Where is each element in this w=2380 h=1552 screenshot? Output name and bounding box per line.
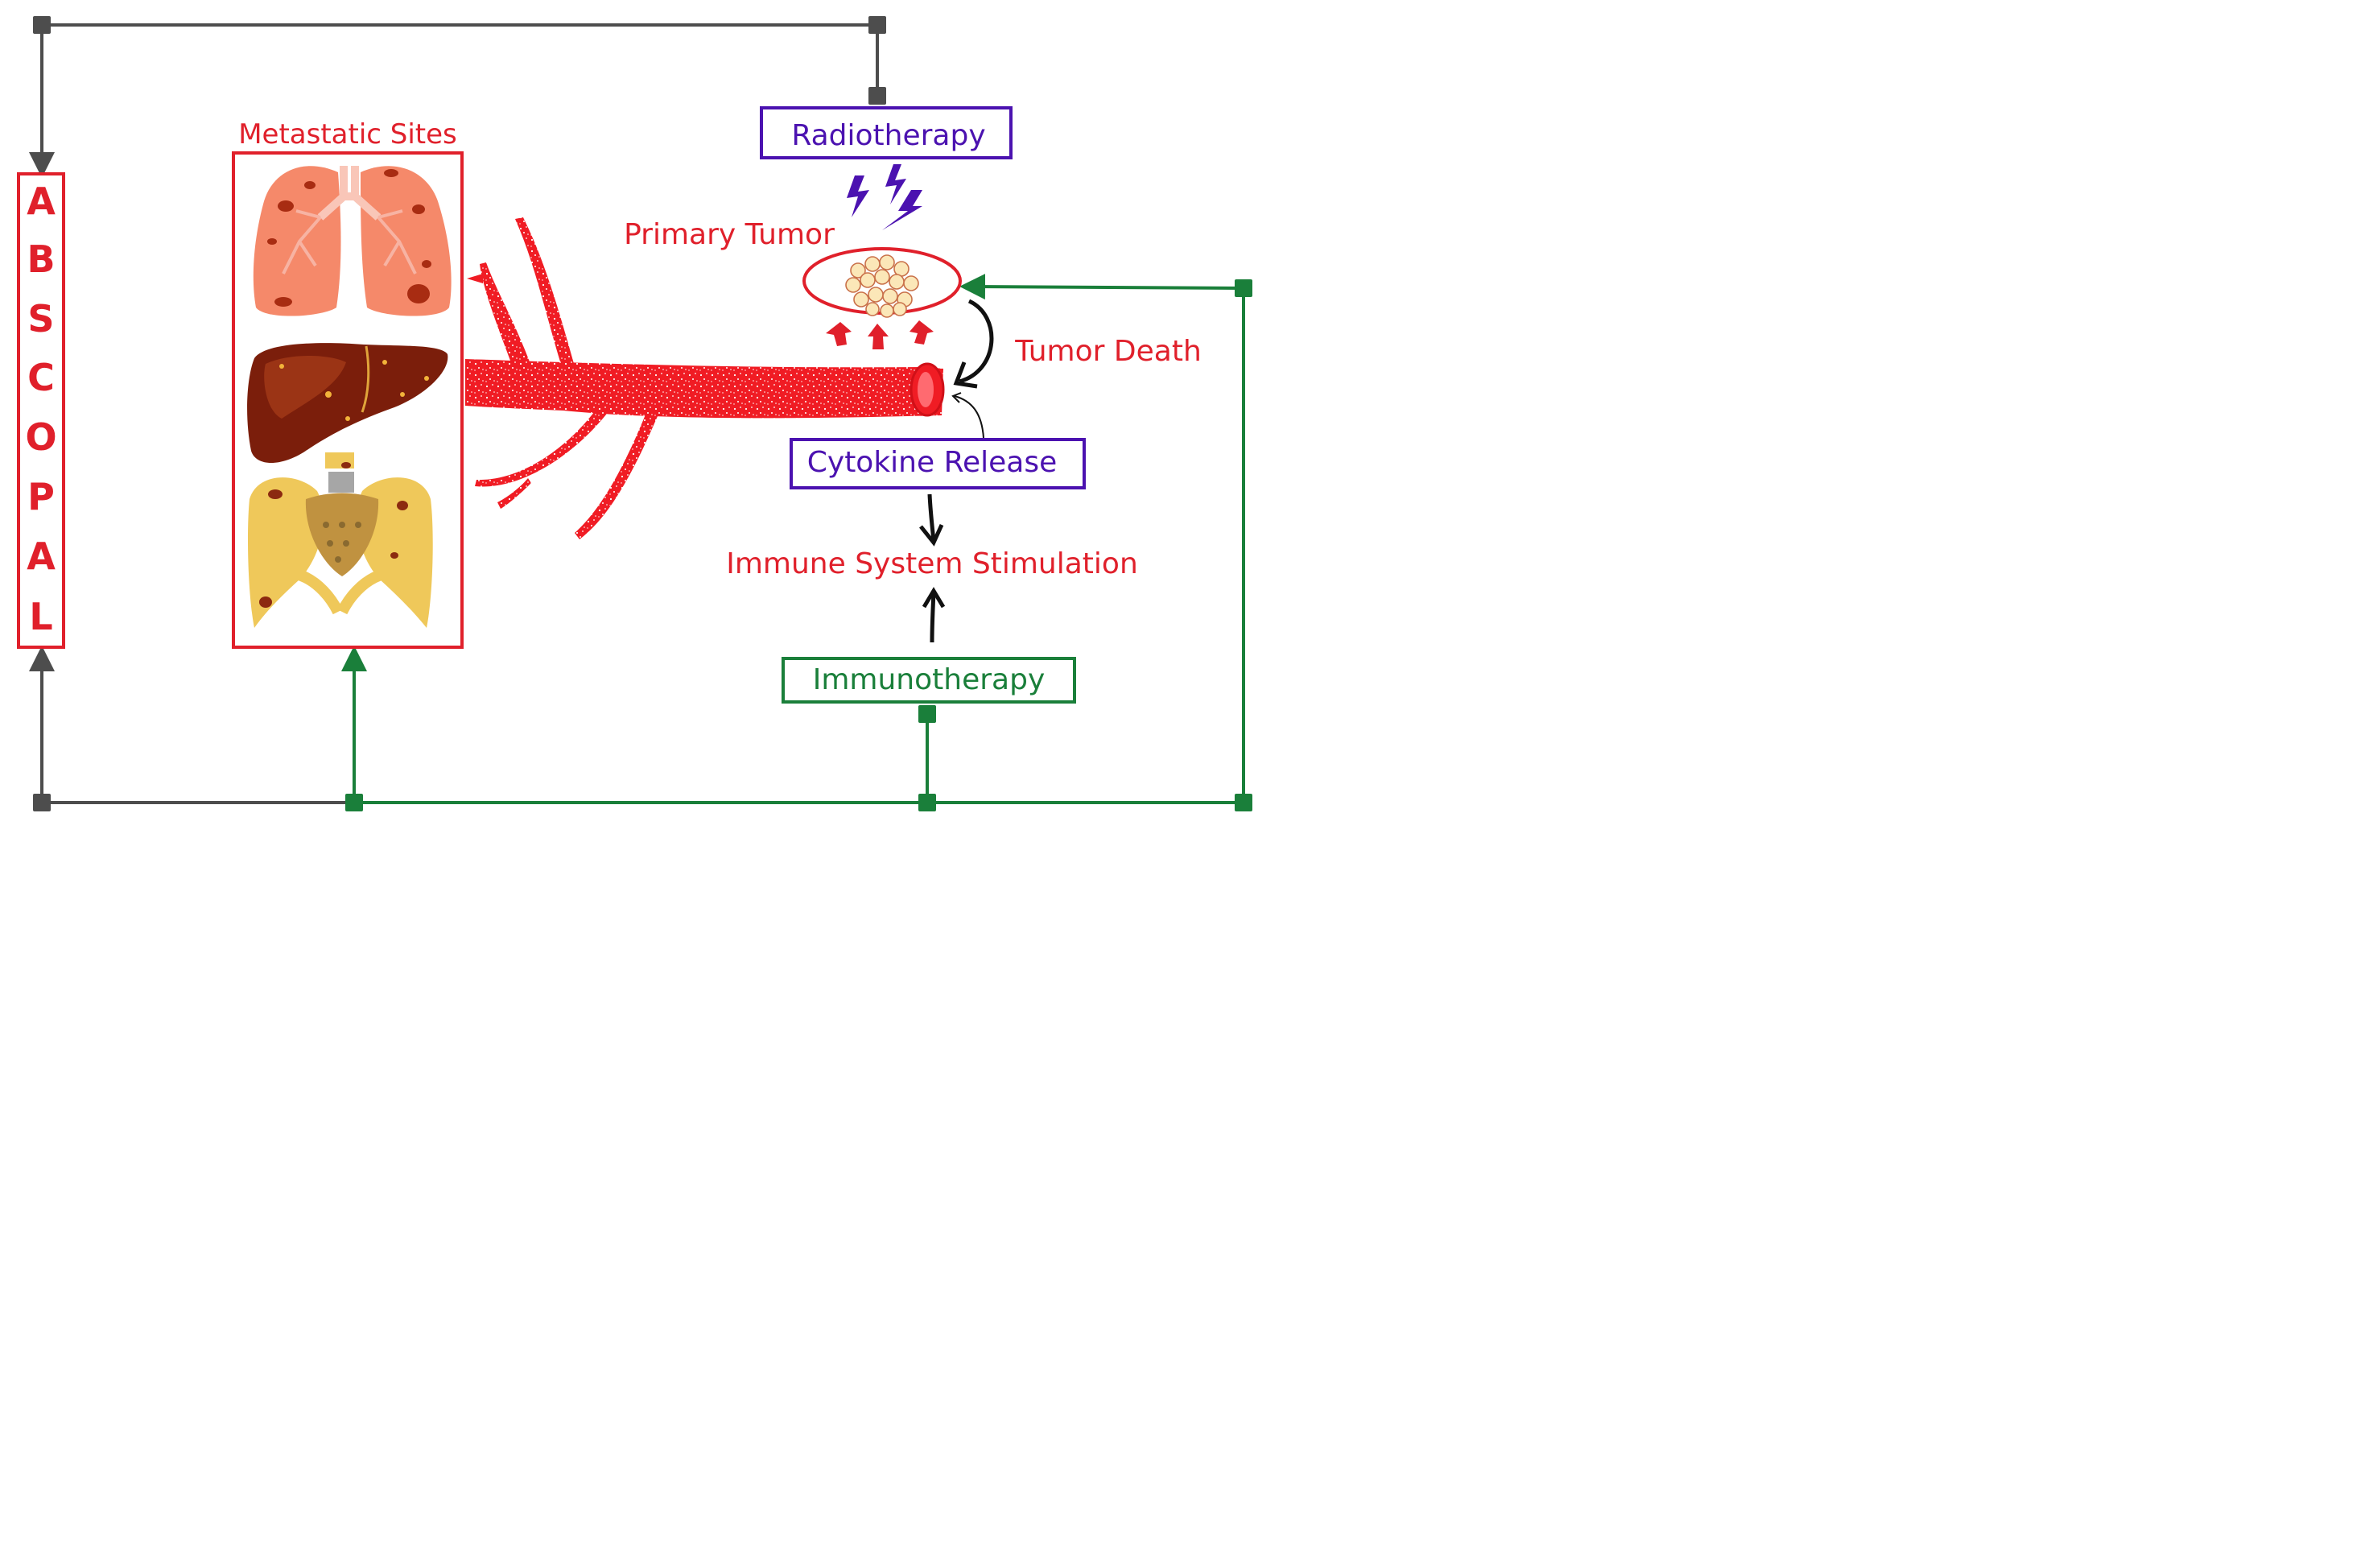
abscopal-letter: A: [27, 535, 56, 578]
tumor-death-label: Tumor Death: [1014, 335, 1202, 368]
radiotherapy-feedback-lines: [29, 23, 879, 804]
tumor-death-arrow: [953, 299, 994, 389]
abscopal-letter: P: [27, 475, 55, 518]
tumor-cells-icon: [845, 254, 919, 318]
abscopal-letter: C: [27, 356, 55, 399]
abscopal-box: [17, 172, 65, 649]
gray-connector-nodes: [33, 16, 886, 811]
immunotherapy-lines: [341, 274, 1245, 804]
immunotherapy-to-immune-arrow: [922, 587, 946, 643]
abscopal-letter: L: [29, 595, 52, 638]
immunotherapy-label: Immunotherapy: [813, 663, 1046, 696]
metastatic-sites-title: Metastatic Sites: [238, 118, 457, 151]
cytokine-arrow: [951, 392, 984, 439]
lightning-icon: [847, 164, 922, 230]
immunotherapy-box: [782, 657, 1076, 704]
cytokine-to-immune-arrow: [919, 493, 944, 547]
radiotherapy-box: [760, 106, 1013, 159]
green-connector-nodes: [345, 279, 1252, 811]
immune-stimulation-label: Immune System Stimulation: [726, 547, 1138, 580]
abscopal-letter: A: [27, 180, 56, 223]
primary-tumor-label: Primary Tumor: [624, 218, 835, 251]
tumor-arrows: [826, 320, 934, 349]
abscopal-letter: O: [25, 415, 56, 459]
blood-vessel-icon: [465, 217, 945, 539]
radiotherapy-label: Radiotherapy: [791, 119, 985, 152]
abscopal-letter: S: [27, 297, 54, 341]
abscopal-letter: B: [27, 237, 55, 281]
pelvis-icon: [248, 452, 433, 628]
lungs-icon: [253, 166, 452, 316]
abscopal-diagram: A B S C O P A L Metastatic Sites: [17, 16, 1252, 811]
liver-icon: [247, 343, 448, 463]
cytokine-release-box: [790, 438, 1086, 489]
cytokine-release-label: Cytokine Release: [807, 446, 1058, 479]
abscopal-label: A B S C O P A L: [25, 180, 56, 638]
